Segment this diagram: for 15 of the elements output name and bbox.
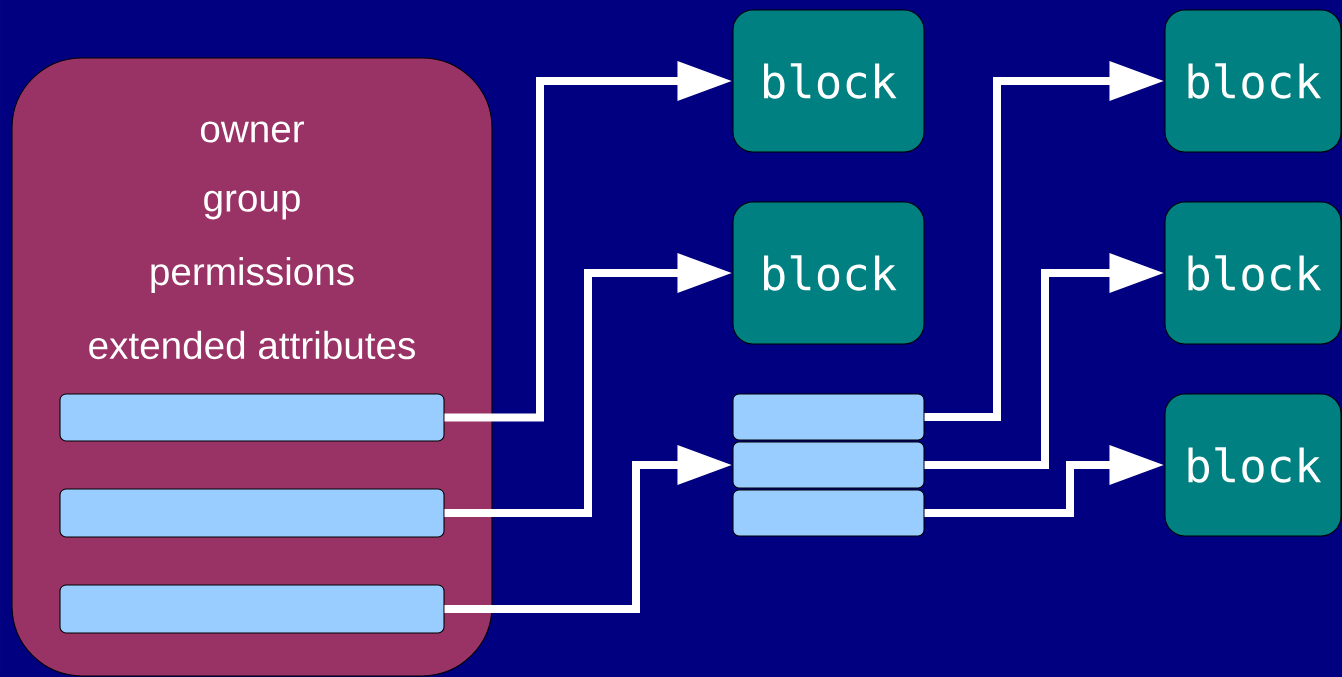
block-box: block xyxy=(732,9,925,153)
pointer-bar xyxy=(732,489,925,537)
block-box: block xyxy=(1164,393,1342,537)
block-box: block xyxy=(1164,9,1342,153)
field-label: extended attributes xyxy=(89,330,415,360)
field-label: owner xyxy=(201,121,304,143)
pointer-bar xyxy=(59,584,445,634)
field-label: permissions xyxy=(151,256,354,293)
pointer-bar xyxy=(59,488,445,538)
pointer-bar xyxy=(732,441,925,489)
block-box: block xyxy=(1164,201,1342,345)
pointer-bar xyxy=(732,393,925,441)
block-box: block xyxy=(732,201,925,345)
field-label: group xyxy=(204,190,300,220)
pointer-bar xyxy=(59,393,445,442)
